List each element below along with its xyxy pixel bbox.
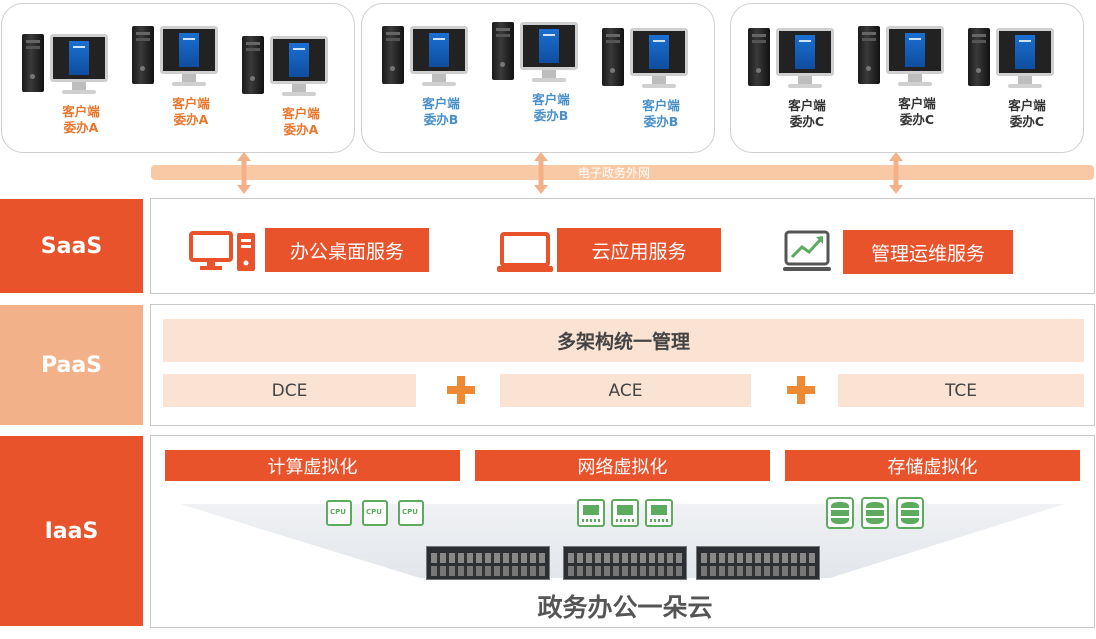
server-icon (696, 546, 820, 580)
pc-tower-icon (492, 22, 514, 80)
client-terminal: 客户端 委办C (748, 2, 848, 142)
saas-tab: SaaS (0, 199, 143, 293)
client-label: 客户端 委办C (788, 98, 826, 129)
paas-item-ace: ACE (500, 374, 751, 407)
storage-virtualization: 存储虚拟化 (785, 450, 1080, 481)
client-label: 客户端 委办A (282, 106, 320, 137)
pc-tower-icon (132, 26, 154, 84)
server-icon (563, 546, 687, 580)
pc-tower-icon (858, 26, 880, 84)
plus-icon (447, 376, 475, 404)
client-label: 客户端 委办B (422, 96, 460, 127)
database-icon (896, 497, 924, 529)
network-arrows (237, 152, 903, 194)
client-terminal: 客户端 委办C (968, 2, 1068, 142)
database-icon (861, 497, 889, 529)
iaas-tab: IaaS (0, 436, 143, 626)
network-card-icon (611, 499, 639, 527)
paas-title-bar: 多架构统一管理 (163, 319, 1084, 362)
compute-virtualization: 计算虚拟化 (165, 450, 460, 481)
client-label: 客户端 委办C (1008, 98, 1046, 129)
cloud-app-service-button[interactable]: 云应用服务 (557, 228, 721, 272)
client-terminal: 客户端 委办C (858, 0, 958, 140)
client-terminal: 客户端 委办B (492, 0, 592, 136)
monitor-icon (520, 22, 578, 70)
client-label: 客户端 委办B (642, 98, 680, 129)
desktop-service-button[interactable]: 办公桌面服务 (265, 228, 429, 272)
network-label: 电子政务外网 (578, 166, 651, 180)
client-label: 客户端 委办A (62, 104, 100, 135)
arrow-a (237, 152, 251, 194)
client-terminal: 客户端 委办B (382, 0, 482, 140)
monitor-icon (160, 26, 218, 74)
iaas-label: IaaS (44, 518, 99, 544)
server-icon (426, 546, 550, 580)
pc-tower-icon (22, 34, 44, 92)
monitor-icon (270, 36, 328, 84)
client-terminal: 客户端 委办A (132, 0, 232, 140)
paas-label: PaaS (40, 352, 103, 378)
network-virtualization: 网络虚拟化 (475, 450, 770, 481)
pc-tower-icon (242, 36, 264, 94)
pc-tower-icon (602, 28, 624, 86)
paas-item-dce-label: DCE (271, 380, 308, 401)
cpu-chip-icon: CPU (326, 500, 352, 526)
client-terminal: 客户端 委办B (602, 2, 702, 142)
monitor-icon (776, 28, 834, 76)
monitor-icon (886, 26, 944, 74)
paas-item-tce-label: TCE (945, 380, 977, 401)
monitor-icon (630, 28, 688, 76)
compute-virtualization-label: 计算虚拟化 (267, 456, 358, 478)
cpu-chip-icon: CPU (362, 500, 388, 526)
laptop-icon (497, 232, 553, 272)
paas-item-dce: DCE (163, 374, 416, 407)
monitoring-chart-icon (783, 230, 831, 271)
desktop-icon (189, 231, 255, 271)
ops-management-service-label: 管理运维服务 (870, 242, 985, 265)
pc-tower-icon (748, 28, 770, 86)
client-terminal: 客户端 委办A (22, 8, 122, 148)
cpu-chip-icon: CPU (398, 500, 424, 526)
client-terminal: 客户端 委办A (242, 10, 342, 150)
desktop-service-label: 办公桌面服务 (289, 240, 404, 263)
plus-icon (787, 376, 815, 404)
network-bar (151, 165, 1094, 180)
network-card-icon (577, 499, 605, 527)
storage-virtualization-label: 存储虚拟化 (887, 456, 978, 478)
pc-tower-icon (968, 28, 990, 86)
cloud-app-service-label: 云应用服务 (591, 240, 687, 263)
pc-tower-icon (382, 26, 404, 84)
network-virtualization-label: 网络虚拟化 (577, 456, 668, 478)
paas-tab: PaaS (0, 305, 143, 425)
client-label: 客户端 委办A (172, 96, 210, 127)
arrow-b (534, 152, 548, 194)
paas-item-ace-label: ACE (608, 380, 643, 401)
arrow-c (889, 152, 903, 194)
network-card-icon (645, 499, 673, 527)
database-icon (826, 497, 854, 529)
client-label: 客户端 委办B (532, 92, 570, 123)
client-label: 客户端 委办C (898, 96, 936, 127)
paas-item-tce: TCE (838, 374, 1084, 407)
monitor-icon (410, 26, 468, 74)
monitor-icon (996, 28, 1054, 76)
paas-title: 多架构统一管理 (556, 331, 690, 353)
cloud-caption: 政务办公一朵云 (537, 593, 713, 622)
ops-management-service-button[interactable]: 管理运维服务 (843, 230, 1013, 274)
saas-label: SaaS (40, 233, 103, 259)
monitor-icon (50, 34, 108, 82)
